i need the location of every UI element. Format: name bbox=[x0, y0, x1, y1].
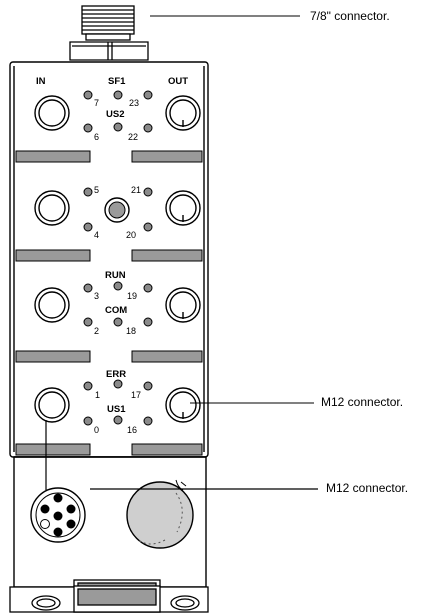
port-in bbox=[34, 95, 70, 131]
label-err: ERR bbox=[106, 369, 126, 380]
label-run: RUN bbox=[105, 270, 126, 281]
channel-5: 5 bbox=[94, 185, 99, 195]
channel-17: 17 bbox=[131, 390, 141, 400]
channel-21: 21 bbox=[131, 185, 141, 195]
label-in: IN bbox=[36, 76, 46, 87]
label-com: COM bbox=[105, 305, 127, 316]
top-7-8-connector bbox=[69, 5, 149, 61]
callout-middle-connector: M12 connector. bbox=[321, 395, 404, 409]
callout-line-bottom bbox=[45, 420, 318, 490]
channel-6: 6 bbox=[94, 132, 99, 142]
label-us1: US1 bbox=[107, 404, 126, 415]
channel-4: 4 bbox=[94, 230, 99, 240]
channel-22: 22 bbox=[128, 132, 138, 142]
port-sockets bbox=[34, 95, 201, 423]
channel-0: 0 bbox=[94, 425, 99, 435]
channel-2: 2 bbox=[94, 326, 99, 336]
port-row4-right bbox=[165, 387, 201, 423]
label-sf1: SF1 bbox=[108, 76, 126, 87]
channel-3: 3 bbox=[94, 291, 99, 301]
channel-20: 20 bbox=[126, 230, 136, 240]
module-text-labels: IN OUT SF1 US2 RUN COM ERR US1 bbox=[36, 76, 188, 415]
callout-bottom-connector: M12 connector. bbox=[326, 481, 409, 495]
channel-18: 18 bbox=[126, 326, 136, 336]
channel-16: 16 bbox=[127, 425, 137, 435]
separator-bars bbox=[15, 150, 203, 456]
port-out bbox=[165, 95, 201, 131]
channel-7: 7 bbox=[94, 98, 99, 108]
status-leds bbox=[83, 90, 153, 426]
port-row4-left bbox=[34, 387, 70, 423]
callout-top-connector: 7/8" connector. bbox=[310, 9, 390, 23]
label-out: OUT bbox=[168, 76, 188, 87]
channel-numbers: 7 23 6 22 5 21 4 20 3 19 2 18 1 17 0 16 bbox=[94, 98, 141, 435]
channel-23: 23 bbox=[129, 98, 139, 108]
port-row3-left bbox=[34, 287, 70, 323]
label-us2: US2 bbox=[106, 109, 124, 120]
port-row2-right bbox=[165, 190, 201, 226]
protective-cap bbox=[126, 479, 194, 549]
mounting-base bbox=[9, 579, 209, 613]
port-row2-left bbox=[34, 190, 70, 226]
channel-1: 1 bbox=[95, 390, 100, 400]
port-row3-right bbox=[165, 287, 201, 323]
bus-m12-connector bbox=[30, 487, 86, 543]
channel-19: 19 bbox=[127, 291, 137, 301]
center-diagnostic-socket bbox=[104, 197, 130, 223]
